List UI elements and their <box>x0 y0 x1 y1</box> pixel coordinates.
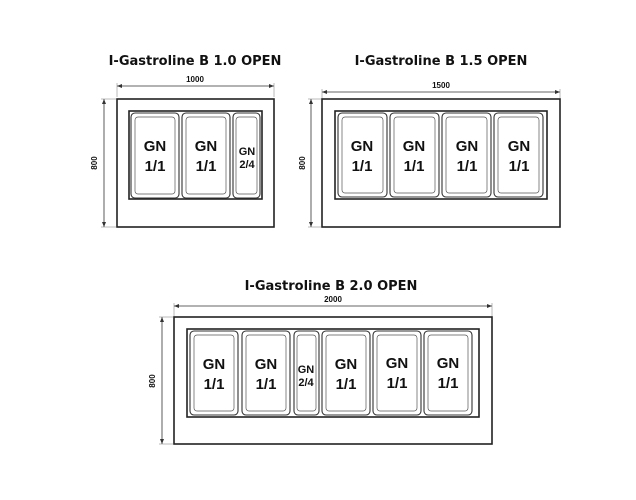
height-label: 800 <box>90 156 99 170</box>
gn-pan-inner <box>296 334 317 412</box>
gn-label: GN <box>403 138 426 155</box>
gn-pan-inner <box>376 334 418 412</box>
gn-size: 1/1 <box>204 376 225 393</box>
gn-pan <box>241 330 291 416</box>
gn-label: GN <box>195 138 218 155</box>
gn-size: 1/1 <box>256 376 277 393</box>
gn-size: 1/1 <box>352 158 373 175</box>
gn-pan-inner <box>235 116 258 195</box>
unit-b15: I-Gastroline B 1.5 OPEN 1500 800 GN 1/1 … <box>298 54 561 228</box>
gn-pan-inner <box>445 116 488 194</box>
gn-size: 1/1 <box>404 158 425 175</box>
gn-label: GN <box>437 355 460 372</box>
gn-pan-inner <box>427 334 469 412</box>
gn-size: 1/1 <box>387 375 408 392</box>
height-label: 800 <box>148 374 157 388</box>
gn-pan-inner <box>393 116 436 194</box>
dim-arrow <box>309 99 313 104</box>
dim-arrow <box>117 84 122 88</box>
dim-arrow <box>555 90 560 94</box>
gn-size: 2/4 <box>298 377 314 389</box>
gn-label: GN <box>255 356 278 373</box>
gn-pan <box>293 330 320 416</box>
gn-size: 1/1 <box>457 158 478 175</box>
gn-pan <box>189 330 239 416</box>
gn-label: GN <box>144 138 167 155</box>
gn-label: GN <box>456 138 479 155</box>
dim-arrow <box>160 317 164 322</box>
dim-arrow <box>160 439 164 444</box>
width-label: 1000 <box>186 75 204 84</box>
unit-b10: I-Gastroline B 1.0 OPEN 1000 800 GN 1/1 … <box>90 54 282 228</box>
gn-pan <box>232 112 261 199</box>
gn-pan <box>337 112 388 198</box>
dim-arrow <box>487 304 492 308</box>
gn-size: 2/4 <box>239 159 255 171</box>
gn-size: 1/1 <box>438 375 459 392</box>
dim-arrow <box>174 304 179 308</box>
unit-title: I-Gastroline B 1.5 OPEN <box>355 54 528 69</box>
gn-pan-inner <box>193 334 235 412</box>
gn-pan-inner <box>185 116 227 195</box>
height-label: 800 <box>298 156 307 170</box>
gn-size: 1/1 <box>196 158 217 175</box>
gn-pan <box>389 112 440 198</box>
gn-pan <box>493 112 544 198</box>
unit-title: I-Gastroline B 1.0 OPEN <box>109 54 282 69</box>
width-label: 2000 <box>324 295 342 304</box>
gn-pan-inner <box>134 116 176 195</box>
dim-arrow <box>102 99 106 104</box>
gn-pan <box>130 112 180 199</box>
gn-size: 1/1 <box>509 158 530 175</box>
gn-pan <box>321 330 371 416</box>
gn-pan-inner <box>341 116 384 194</box>
gn-label: GN <box>351 138 374 155</box>
gn-pan <box>441 112 492 198</box>
gn-pan <box>372 330 422 416</box>
gn-label: GN <box>298 364 315 376</box>
gn-size: 1/1 <box>145 158 166 175</box>
gn-pan-inner <box>325 334 367 412</box>
gn-label: GN <box>508 138 531 155</box>
width-label: 1500 <box>432 81 450 90</box>
gn-label: GN <box>335 356 358 373</box>
dim-arrow <box>309 222 313 227</box>
dim-arrow <box>102 222 106 227</box>
gn-pan <box>423 330 473 416</box>
dim-arrow <box>322 90 327 94</box>
unit-title: I-Gastroline B 2.0 OPEN <box>245 279 418 294</box>
dim-arrow <box>269 84 274 88</box>
gn-pan-inner <box>245 334 287 412</box>
gn-label: GN <box>203 356 226 373</box>
gn-pan <box>181 112 231 199</box>
gn-pan-inner <box>497 116 540 194</box>
gn-size: 1/1 <box>336 376 357 393</box>
gn-label: GN <box>239 146 256 158</box>
gn-label: GN <box>386 355 409 372</box>
unit-b20: I-Gastroline B 2.0 OPEN 2000 800 GN 1/1 … <box>148 279 493 445</box>
